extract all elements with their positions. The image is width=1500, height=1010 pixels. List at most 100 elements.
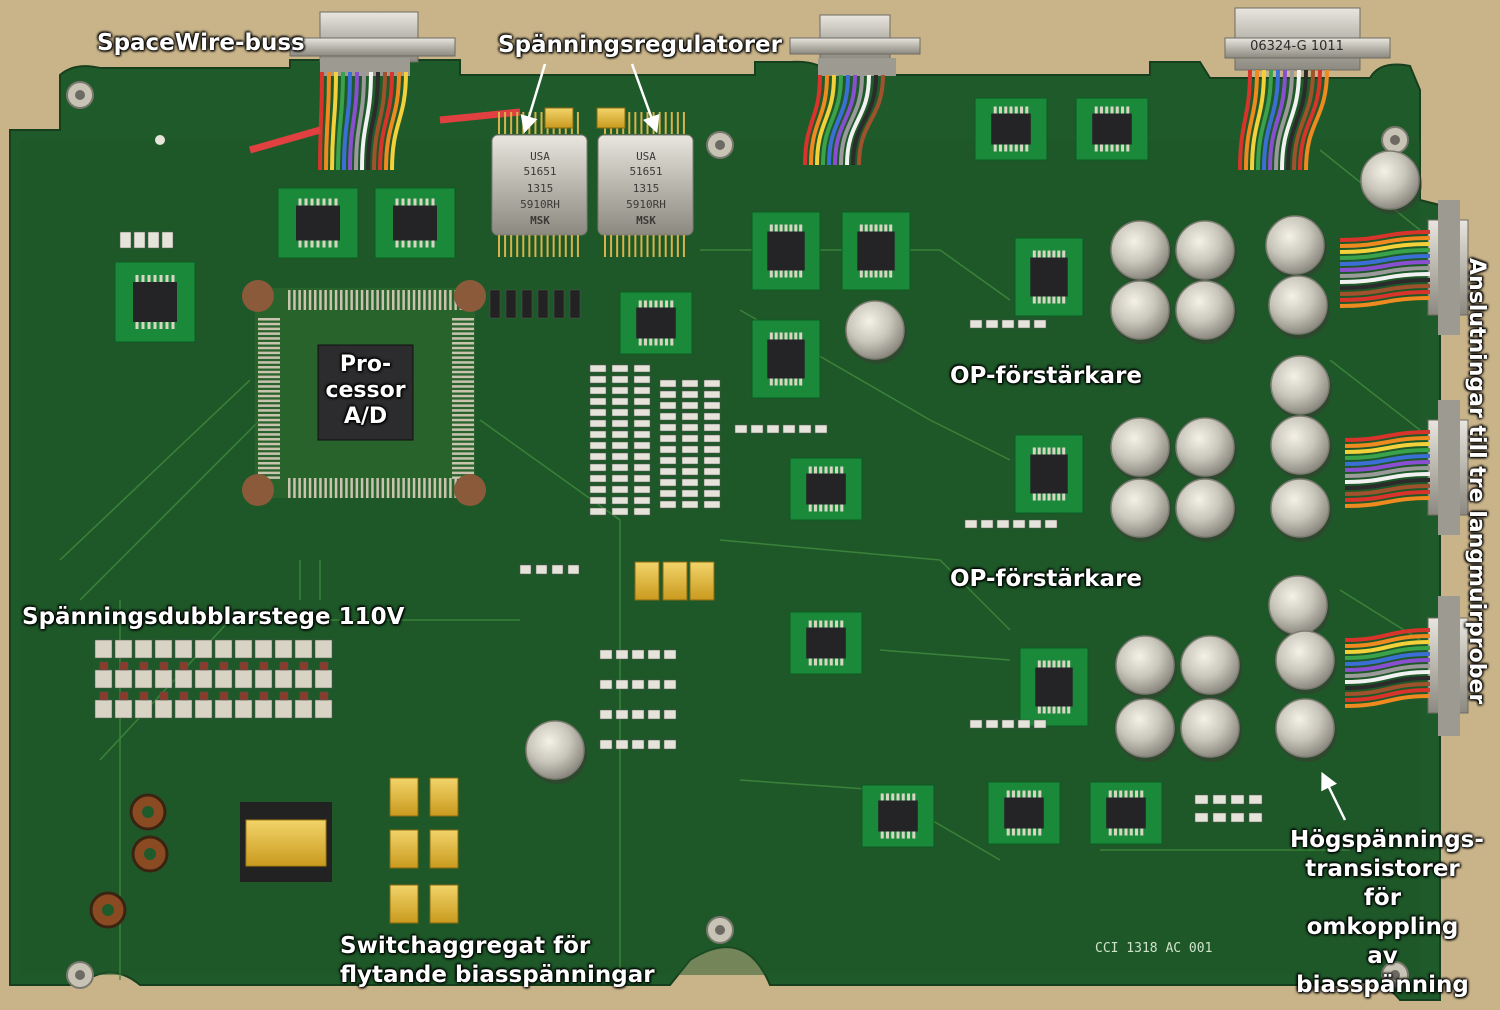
- wire-right-2-1: [1344, 436, 1431, 448]
- smd-array-mid-21: [589, 441, 607, 450]
- smd-lower-mid-18: [647, 739, 661, 750]
- ladder-diodes-12: [99, 691, 109, 701]
- smd-opa-left-3: [782, 424, 796, 434]
- wire-right-2-11: [1344, 496, 1431, 508]
- smd-op2-4: [1028, 519, 1042, 529]
- ic-chip-14: [878, 800, 918, 832]
- smd-array-mid2-18: [659, 445, 677, 454]
- wire-right-1-9: [1339, 284, 1431, 296]
- wire-top-middle-7: [845, 74, 871, 166]
- smd-array-mid-7: [611, 386, 629, 395]
- smd-array-mid-17: [633, 419, 651, 428]
- smd-array-mid-2: [633, 364, 651, 373]
- ic-chip-10: [1030, 454, 1068, 494]
- wire-top-middle-0: [803, 74, 822, 166]
- wire-spacewire-8: [366, 71, 380, 171]
- smd-lower-mid-16: [615, 739, 629, 750]
- smd-opa-left-2: [766, 424, 780, 434]
- tantalum-cap-3: [389, 777, 419, 817]
- smd-lower-mid-15: [599, 739, 613, 750]
- ladder-caps-6: [214, 639, 233, 659]
- wire-right-2-0: [1344, 430, 1431, 442]
- ladder-caps-22: [294, 669, 313, 689]
- smd-opa-left-4: [798, 424, 812, 434]
- ladder-caps-12: [94, 669, 113, 689]
- smd-array-mid2-25: [681, 467, 699, 476]
- smd-op3-1: [985, 719, 999, 729]
- label-spacewire: SpaceWire-buss: [97, 30, 305, 56]
- wire-top-middle-9: [857, 74, 885, 166]
- ladder-caps-17: [194, 669, 213, 689]
- wire-spacewire-10: [378, 71, 394, 171]
- smd-array-mid2-14: [703, 423, 721, 432]
- metal-can-22: [525, 720, 585, 780]
- wire-right-3-5: [1344, 658, 1431, 672]
- smd-array-mid2-3: [659, 390, 677, 399]
- wire-right-1-6: [1339, 266, 1431, 278]
- wire-top-middle-5: [833, 74, 857, 166]
- label-processor: Pro- cessor A/D: [325, 352, 406, 429]
- smd-lower-mid-14: [663, 709, 677, 720]
- label-connections: Anslutningar till tre langmuirprober: [1464, 258, 1489, 705]
- wire-right-1-4: [1339, 254, 1431, 266]
- ladder-caps-35: [314, 699, 333, 719]
- header-pins-4: [553, 289, 565, 319]
- smd-bottom-right-4: [1194, 812, 1209, 823]
- connector-top-right: 06324-G 1011: [1224, 7, 1391, 71]
- toroid-inductors: [89, 793, 169, 929]
- ladder-caps-29: [194, 699, 213, 719]
- smd-array-mid-36: [589, 496, 607, 505]
- wire-right-3-8: [1344, 676, 1431, 690]
- ic-chip-6: [767, 339, 805, 379]
- smd-array-mid2-0: [659, 379, 677, 388]
- smd-array-mid2-16: [681, 434, 699, 443]
- ic-chip-0: [296, 205, 340, 241]
- trace-3: [479, 419, 621, 980]
- ladder-caps-27: [154, 699, 173, 719]
- ladder-caps-0: [94, 639, 113, 659]
- ladder-diodes-5: [199, 661, 209, 671]
- smd-array-mid-35: [633, 485, 651, 494]
- ic-chip-7: [991, 113, 1031, 145]
- tantalum-cap-6: [429, 829, 459, 869]
- ic-chip-15: [1004, 797, 1044, 829]
- smd-op2-2: [996, 519, 1010, 529]
- ladder-diodes-9: [279, 661, 289, 671]
- wire-right-3-11: [1344, 694, 1431, 708]
- smd-array-mid-16: [611, 419, 629, 428]
- smd-lower-mid-5: [599, 679, 613, 690]
- reg2-part: 5910RH: [626, 198, 666, 211]
- wire-top-right-10: [1298, 69, 1322, 171]
- ladder-caps-19: [234, 669, 253, 689]
- ladder-caps-24: [94, 699, 113, 719]
- smd-op1-1: [985, 319, 999, 329]
- smd-array-mid2-8: [703, 401, 721, 410]
- smd-bottom-right-7: [1248, 812, 1263, 823]
- smd-op1-3: [1017, 319, 1031, 329]
- smd-array-mid2-5: [703, 390, 721, 399]
- header-pins-3: [537, 289, 549, 319]
- reg2-brand: MSK: [636, 214, 656, 227]
- ladder-diodes-22: [299, 691, 309, 701]
- smd-lower-mid-9: [663, 679, 677, 690]
- metal-can-2: [1265, 215, 1325, 275]
- ic-chip-4: [767, 231, 805, 271]
- label-hv-transistors: Högspännings- transistorer för omkopplin…: [1290, 827, 1484, 998]
- ladder-diodes-11: [319, 661, 329, 671]
- smd-lower-mid-6: [615, 679, 629, 690]
- wire-right-2-3: [1344, 448, 1431, 460]
- smd-array-mid2-21: [659, 456, 677, 465]
- metal-can-0: [1110, 220, 1170, 280]
- smd-opa-left-5: [814, 424, 828, 434]
- wire-bundles: [249, 69, 1431, 708]
- wire-right-1-5: [1339, 260, 1431, 272]
- smd-array-mid-39: [589, 507, 607, 516]
- wire-right-2-10: [1344, 490, 1431, 502]
- ladder-caps-16: [174, 669, 193, 689]
- tantalum-cap-4: [429, 777, 459, 817]
- smd-array-mid-40: [611, 507, 629, 516]
- metal-can-5: [1268, 275, 1328, 335]
- connector-spacewire: [289, 11, 456, 76]
- ladder-diodes-7: [239, 661, 249, 671]
